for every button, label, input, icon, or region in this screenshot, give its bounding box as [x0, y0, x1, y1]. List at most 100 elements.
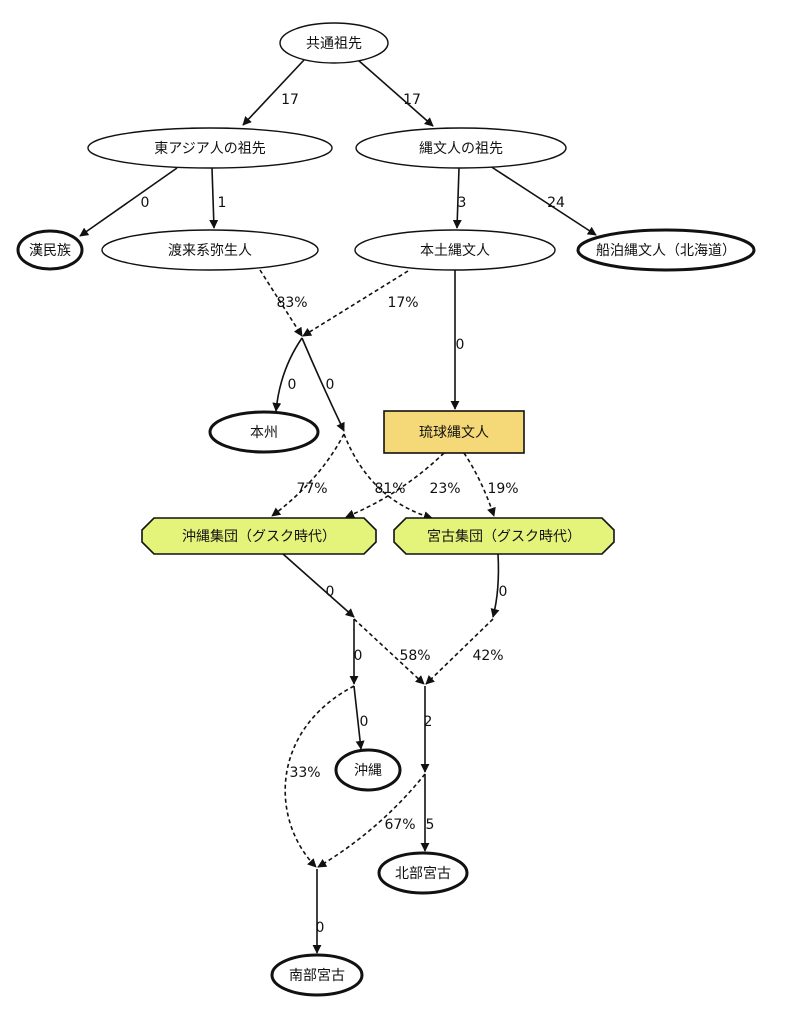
edge-line	[489, 165, 597, 236]
node-label: 共通祖先	[306, 36, 362, 52]
edge-mix5-to-mix8: 33%	[284, 685, 355, 868]
edge-label: 17	[281, 92, 299, 108]
edge-label: 24	[547, 195, 565, 211]
edge-eastasia-to-yayoi: 1	[209, 167, 226, 229]
edge-line	[272, 337, 303, 412]
edge-mix3-to-mix6: 58%	[353, 618, 431, 685]
edge-jomon-to-hondojomon: 3	[452, 167, 467, 229]
node-label: 南部宮古	[289, 968, 345, 984]
edge-label: 81%	[374, 481, 405, 497]
edge-mix2-to-okinawagroup: 77%	[271, 433, 345, 517]
node-common: 共通祖先	[279, 22, 389, 64]
node-octagon-shape	[141, 517, 377, 555]
edge-common-to-eastasia: 17	[242, 59, 305, 126]
edge-line	[345, 452, 445, 519]
edge-line	[452, 167, 462, 229]
edge-line	[353, 618, 425, 685]
edge-label: 83%	[276, 295, 307, 311]
edge-label: 0	[456, 337, 465, 353]
edge-mix1-to-mix2: 0	[301, 337, 345, 432]
node-ellipse-shape	[101, 229, 319, 271]
edge-common-to-jomon: 17	[357, 59, 434, 127]
node-label: 沖縄	[354, 763, 382, 779]
node-han: 漢民族	[16, 229, 84, 271]
edge-mix5-to-okinawa: 0	[353, 685, 369, 750]
edge-line	[490, 553, 500, 618]
node-jomon: 縄文人の祖先	[355, 127, 567, 169]
node-ellipse-shape	[208, 410, 320, 454]
node-label: 船泊縄文人（北海道）	[596, 243, 736, 259]
edge-label: 23%	[429, 481, 460, 497]
edge-hondojomon-to-mix1: 17%	[302, 270, 419, 337]
edge-label: 67%	[384, 817, 415, 833]
edge-line	[209, 167, 219, 229]
edge-label: 0	[499, 584, 508, 600]
node-label: 本州	[250, 425, 278, 441]
edge-label: 42%	[472, 648, 503, 664]
edge-line	[284, 685, 355, 868]
edge-mix2-to-miyakogroup: 81%	[343, 433, 433, 521]
edge-eastasia-to-han: 0	[79, 167, 178, 237]
node-ellipse-shape	[16, 229, 84, 271]
edge-ryukyujomon-to-okinawagroup: 23%	[345, 452, 461, 519]
node-okinawa: 沖縄	[334, 748, 402, 792]
edge-hondojomon-to-ryukyujomon: 0	[450, 270, 465, 410]
node-ellipse-shape	[576, 228, 756, 272]
edge-label: 3	[458, 195, 467, 211]
node-label: 琉球縄文人	[419, 425, 489, 441]
edge-line	[463, 452, 496, 517]
node-label: 縄文人の祖先	[419, 141, 503, 157]
edge-jomon-to-funadomari: 24	[489, 165, 597, 236]
edge-label: 77%	[296, 481, 327, 497]
node-label: 東アジア人の祖先	[154, 141, 265, 157]
node-label: 漢民族	[29, 243, 71, 259]
node-ellipse-shape	[334, 748, 402, 792]
edge-line	[271, 433, 345, 517]
edge-label: 2	[424, 714, 433, 730]
edge-label: 0	[326, 584, 335, 600]
node-ellipse-shape	[355, 127, 567, 169]
node-octagon-shape	[393, 517, 615, 555]
node-yayoi: 渡来系弥生人	[101, 229, 319, 271]
edge-label: 0	[288, 377, 297, 393]
node-box-shape	[383, 410, 525, 454]
edge-label: 0	[326, 377, 335, 393]
node-ryukyujomon: 琉球縄文人	[383, 410, 525, 454]
edge-label: 19%	[487, 481, 518, 497]
edge-line	[301, 337, 345, 432]
edge-line	[425, 618, 494, 685]
edge-mix3-to-mix5: 0	[349, 619, 362, 685]
edge-label: 17	[403, 92, 421, 108]
node-ellipse-shape	[354, 229, 556, 271]
edge-mix1-to-honshu: 0	[272, 337, 303, 412]
edge-mix8-to-southmiyako: 0	[312, 869, 325, 954]
edge-line	[317, 773, 426, 868]
node-label: 沖縄集団（グスク時代）	[182, 528, 336, 545]
edge-label: 17%	[387, 295, 418, 311]
node-ellipse-shape	[279, 22, 389, 64]
edge-line	[242, 59, 305, 126]
edge-line	[282, 553, 355, 618]
edge-mix6-to-mix7: 2	[420, 686, 433, 773]
edge-line	[357, 59, 434, 127]
edge-line	[353, 685, 365, 750]
node-ellipse-shape	[377, 851, 469, 895]
edge-line	[343, 433, 433, 521]
edge-line	[259, 269, 303, 337]
edge-line	[79, 167, 178, 237]
node-honshu: 本州	[208, 410, 320, 454]
edge-label: 33%	[289, 765, 320, 781]
node-label: 宮古集団（グスク時代）	[427, 528, 581, 545]
edge-label: 0	[360, 714, 369, 730]
node-funadomari: 船泊縄文人（北海道）	[576, 228, 756, 272]
node-label: 本土縄文人	[420, 243, 490, 259]
node-northmiyako: 北部宮古	[377, 851, 469, 895]
edge-label: 0	[316, 920, 325, 936]
edge-miyakogroup-to-mix4: 0	[490, 553, 508, 618]
node-southmiyako: 南部宮古	[270, 953, 364, 997]
node-miyakogroup: 宮古集団（グスク時代）	[393, 517, 615, 555]
edge-okinawagroup-to-mix3: 0	[282, 553, 355, 618]
